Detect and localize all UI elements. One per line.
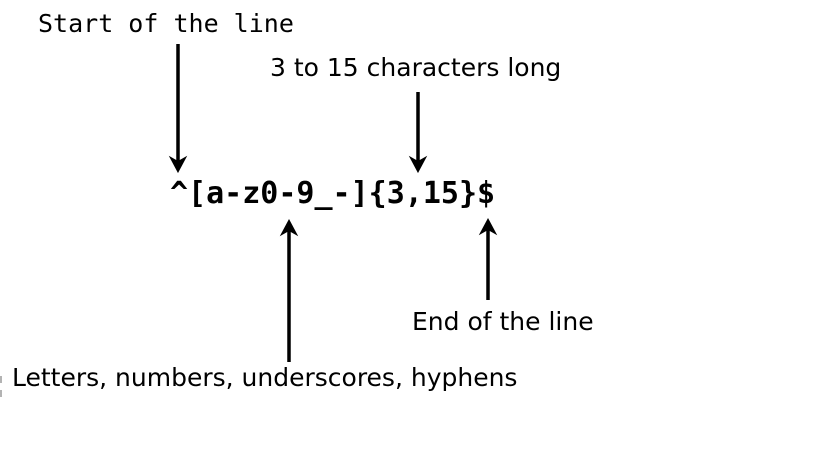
clipped-glyph-artifact [0, 376, 2, 383]
regex-pattern: ^[a-z0-9_-]{3,15}$ [170, 176, 496, 211]
clipped-glyph-artifact [0, 390, 2, 397]
label-start-of-line: Start of the line [38, 9, 294, 38]
label-charset: Letters, numbers, underscores, hyphens [12, 363, 518, 392]
arrow-down-length-icon [408, 92, 428, 174]
arrow-down-start-icon [168, 44, 188, 174]
label-length: 3 to 15 characters long [270, 53, 562, 82]
arrow-up-charset-icon [279, 218, 299, 362]
arrow-up-end-icon [478, 217, 498, 300]
label-end-of-line: End of the line [412, 307, 594, 336]
